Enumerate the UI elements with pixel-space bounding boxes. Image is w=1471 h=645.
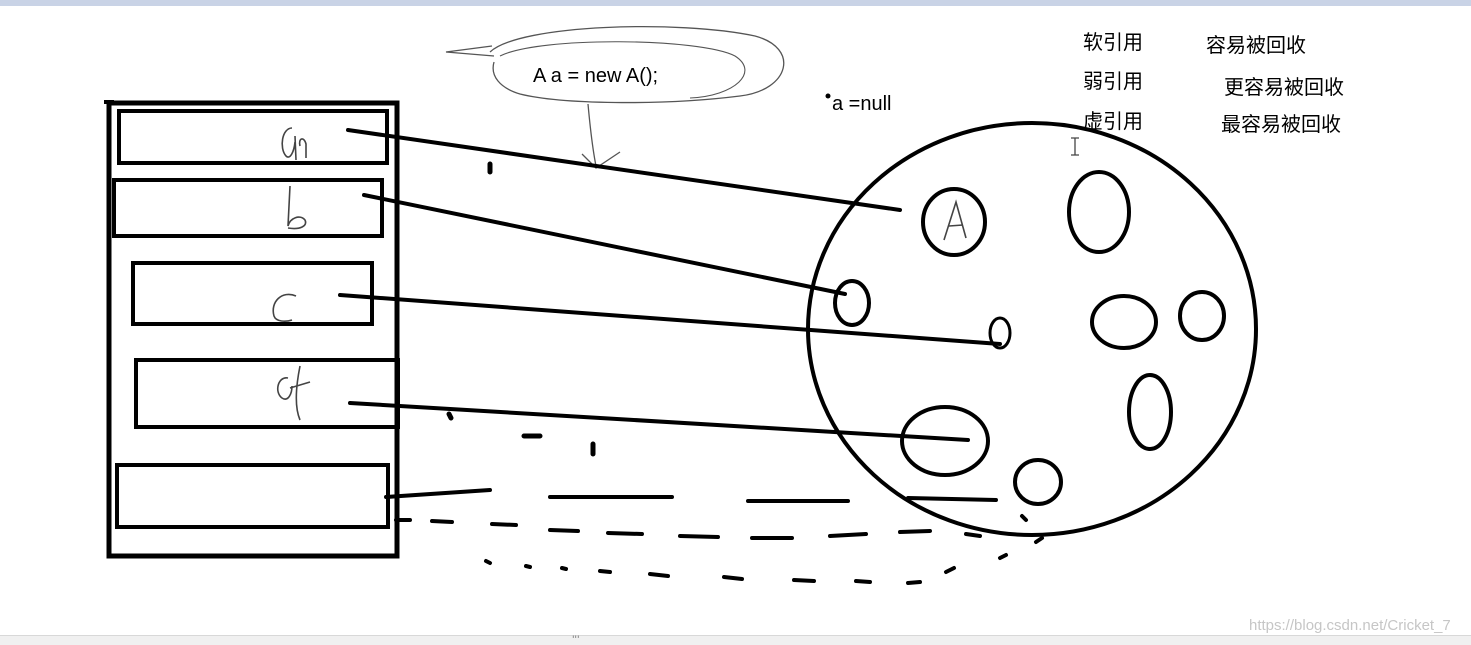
stack-frame xyxy=(106,100,400,559)
heap-object-g xyxy=(1178,290,1226,342)
code-bubble-text: A a = new A(); xyxy=(533,65,658,87)
legend-ref-weak: 弱引用 xyxy=(1083,69,1143,93)
code-bubble: A a = new A(); xyxy=(445,26,785,169)
heap-object-b xyxy=(833,279,871,327)
legend-desc-phantom: 最容易被回收 xyxy=(1221,112,1341,136)
stack-slot-d xyxy=(134,358,400,429)
heap-object-i xyxy=(1013,458,1063,506)
window-top-strip xyxy=(0,0,1471,6)
heap-object-f xyxy=(1090,294,1158,350)
stack xyxy=(104,100,400,559)
stack-slot-c xyxy=(131,261,374,326)
watermark-text: https://blog.csdn.net/Cricket_7 xyxy=(1249,617,1451,634)
dash-line-3 xyxy=(484,536,1044,585)
reference-line-b xyxy=(362,193,847,296)
heap-object-e xyxy=(1067,170,1131,254)
stack-slot-b xyxy=(112,178,384,238)
dash-line-1 xyxy=(548,495,998,503)
reference-line-empty xyxy=(384,488,492,499)
resize-grip-icon[interactable]: ''' xyxy=(572,635,580,645)
code-bubble-arrow xyxy=(581,103,621,169)
reference-line-d xyxy=(348,401,970,442)
code-bubble-outline-inner xyxy=(499,41,746,99)
reference-line-c xyxy=(338,293,1002,346)
dash-line-2 xyxy=(394,514,1028,540)
null-note-dot xyxy=(825,93,831,99)
code-bubble-tail xyxy=(445,45,495,57)
reference-diagram: A a = new A(); a =null 软引用 容易被回收 弱引用 更容易… xyxy=(104,26,1344,585)
heap xyxy=(806,121,1258,537)
heap-circle xyxy=(806,121,1258,537)
handwritten-letter-b xyxy=(287,185,307,230)
code-bubble-outline xyxy=(489,26,785,104)
heap-object-c xyxy=(988,316,1012,350)
stray-marks xyxy=(446,161,596,457)
handwritten-letter-d xyxy=(276,365,311,421)
stack-slot-a xyxy=(117,109,389,165)
stack-slot-empty xyxy=(115,463,390,529)
weak-reference-lines xyxy=(384,161,1044,585)
null-note: a =null xyxy=(832,93,892,115)
legend-ref-soft: 软引用 xyxy=(1083,30,1143,54)
heap-object-d xyxy=(900,405,990,477)
heap-object-h xyxy=(1127,373,1173,451)
heap-object-a-label xyxy=(943,199,967,241)
heap-object-a xyxy=(921,187,987,257)
reference-line-a xyxy=(346,128,902,212)
text-cursor-icon xyxy=(1071,137,1079,156)
reference-legend: 软引用 容易被回收 弱引用 更容易被回收 虚引用 最容易被回收 xyxy=(1083,30,1344,136)
bottom-status-bar: ''' xyxy=(0,635,1471,645)
legend-desc-soft: 容易被回收 xyxy=(1206,33,1306,57)
handwritten-letter-a xyxy=(281,127,307,161)
reference-lines xyxy=(338,128,1002,442)
legend-desc-weak: 更容易被回收 xyxy=(1224,75,1344,99)
handwritten-letter-c xyxy=(272,293,297,322)
